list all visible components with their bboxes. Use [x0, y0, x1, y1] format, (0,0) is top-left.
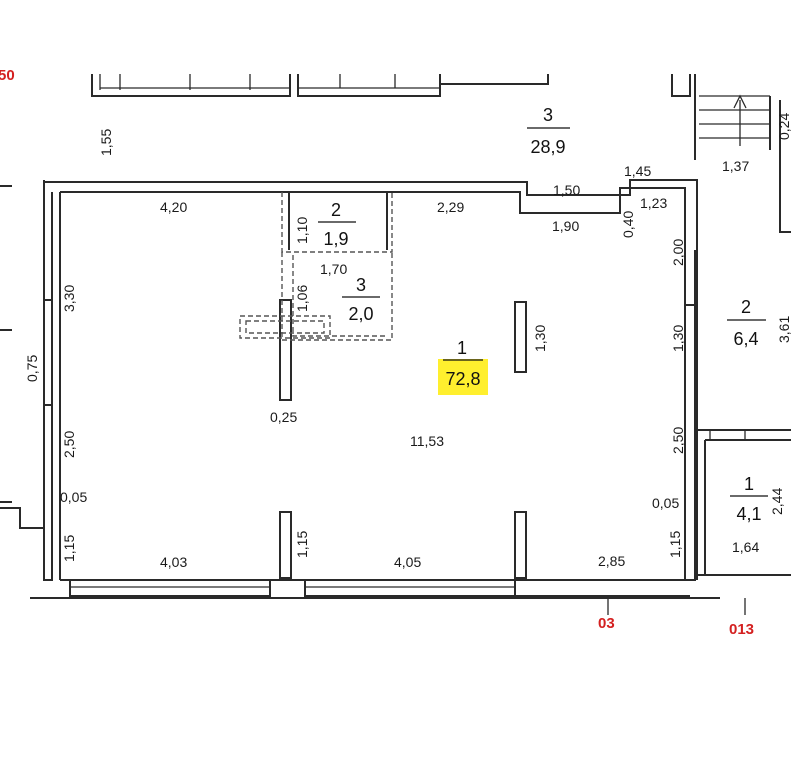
svg-text:1,37: 1,37: [722, 158, 749, 174]
svg-text:1,64: 1,64: [732, 539, 759, 555]
svg-text:1,55: 1,55: [98, 129, 114, 156]
room-label-2-right: 2 6,4: [727, 297, 766, 349]
small-rooms-dashed: [239, 192, 393, 341]
svg-text:1,70: 1,70: [320, 261, 347, 277]
svg-text:1: 1: [744, 474, 754, 494]
svg-text:0,75: 0,75: [24, 355, 40, 382]
svg-text:1,30: 1,30: [670, 325, 686, 352]
dimension-labels-vertical: 1,55 1,10 0,40 2,00 3,30 1,06 1,30 1,30 …: [24, 113, 791, 562]
axis-labels: 03 013 50: [0, 67, 754, 638]
svg-text:3,30: 3,30: [61, 285, 77, 312]
svg-text:0,25: 0,25: [270, 409, 297, 425]
room-label-2: 2 1,9: [318, 200, 356, 249]
svg-text:2,44: 2,44: [769, 488, 785, 515]
room-label-3-top: 3 28,9: [527, 105, 570, 157]
svg-text:1,10: 1,10: [294, 217, 310, 244]
svg-text:4,1: 4,1: [736, 504, 761, 524]
top-wall-fragments: [91, 74, 691, 97]
svg-text:11,53: 11,53: [410, 433, 444, 449]
svg-text:2,50: 2,50: [670, 427, 686, 454]
svg-text:1: 1: [457, 338, 467, 358]
svg-text:0,05: 0,05: [652, 495, 679, 511]
svg-text:1,45: 1,45: [624, 163, 651, 179]
svg-text:1,15: 1,15: [61, 535, 77, 562]
svg-text:6,4: 6,4: [733, 329, 758, 349]
room-label-3-small: 3 2,0: [342, 275, 380, 324]
right-rooms: [697, 429, 791, 576]
svg-text:1,50: 1,50: [553, 182, 580, 198]
svg-text:03: 03: [598, 615, 615, 632]
svg-text:4,03: 4,03: [160, 554, 187, 570]
svg-text:2,85: 2,85: [598, 553, 625, 569]
svg-text:0,24: 0,24: [776, 113, 791, 140]
main-room-walls: [0, 179, 720, 599]
dimension-labels: 4,20 2,29 1,50 1,45 1,23 1,90 1,37 1,70 …: [60, 158, 759, 570]
svg-text:0,40: 0,40: [620, 211, 636, 238]
svg-text:2,0: 2,0: [348, 304, 373, 324]
svg-text:72,8: 72,8: [445, 369, 480, 389]
svg-text:1,90: 1,90: [552, 218, 579, 234]
svg-text:4,05: 4,05: [394, 554, 421, 570]
svg-text:2,29: 2,29: [437, 199, 464, 215]
svg-text:3,61: 3,61: [776, 316, 791, 343]
svg-text:1,23: 1,23: [640, 195, 667, 211]
svg-text:1,15: 1,15: [294, 531, 310, 558]
svg-text:0,05: 0,05: [60, 489, 87, 505]
room-label-1-right: 1 4,1: [730, 474, 768, 524]
svg-text:013: 013: [729, 621, 754, 638]
svg-text:3: 3: [543, 105, 553, 125]
svg-text:2: 2: [741, 297, 751, 317]
room-label-main: 1 72,8: [438, 338, 488, 395]
svg-text:4,20: 4,20: [160, 199, 187, 215]
svg-text:1,06: 1,06: [294, 285, 310, 312]
svg-text:2: 2: [331, 200, 341, 220]
svg-text:1,30: 1,30: [532, 325, 548, 352]
staircase: [694, 74, 791, 233]
svg-text:50: 50: [0, 67, 15, 84]
area-highlight: [438, 359, 488, 395]
svg-text:3: 3: [356, 275, 366, 295]
svg-text:1,15: 1,15: [667, 531, 683, 558]
svg-text:2,00: 2,00: [670, 239, 686, 266]
interior-elements: [279, 192, 527, 579]
svg-text:28,9: 28,9: [530, 137, 565, 157]
svg-text:2,50: 2,50: [61, 431, 77, 458]
svg-text:1,9: 1,9: [323, 229, 348, 249]
